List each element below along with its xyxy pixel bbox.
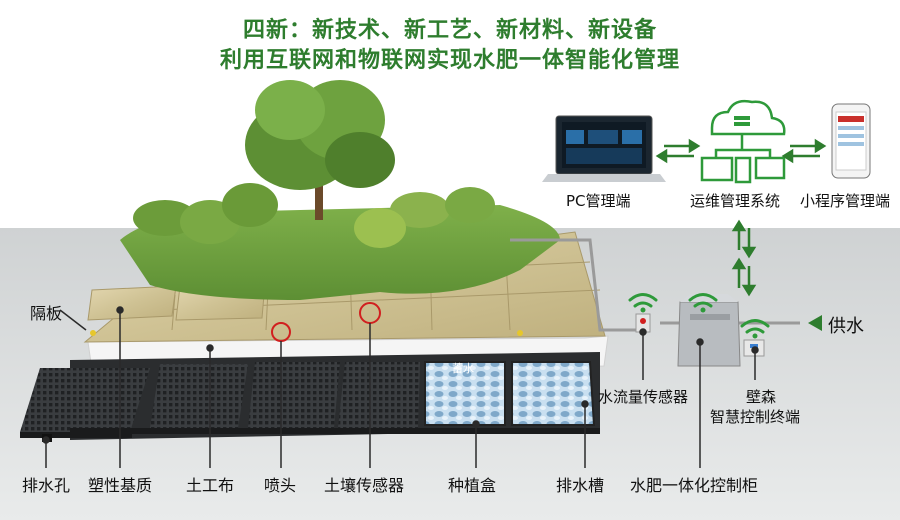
loose-paver-1 (87, 285, 177, 321)
planting-module-1 (150, 364, 248, 428)
nozzle-label: 喷头 (264, 476, 297, 495)
tray-front-edge (70, 428, 600, 434)
plastic-substrate-label: 塑性基质 (88, 476, 153, 495)
water-supply-arrow (808, 315, 822, 331)
laptop-icon (542, 115, 666, 182)
control-cabinet-device (677, 294, 741, 367)
sync-arrows-icon (655, 138, 827, 297)
flow-sensor-label: 水流量传感器 (598, 388, 689, 406)
cloud-server-icon (700, 99, 786, 184)
phone-icon (831, 103, 871, 179)
terminal-label-line-2: 智慧控制终端 (710, 408, 801, 426)
headline-line-1: 四新：新技术、新工艺、新材料、新设备 (242, 18, 657, 43)
wifi-icon (628, 293, 770, 334)
drain-tank (511, 361, 596, 426)
control-cabinet-label: 水肥一体化控制柜 (630, 476, 759, 495)
shrubs (133, 183, 495, 248)
partition-tray-side (20, 432, 132, 438)
geotextile-label: 土工布 (186, 476, 235, 495)
server-stack (734, 116, 750, 126)
drain-hole-label: 排水孔 (22, 476, 71, 495)
water-supply-label: 供水 (828, 316, 864, 337)
drain-channel-label: 排水槽 (556, 476, 605, 495)
mini-program-label: 小程序管理端 (800, 192, 891, 210)
partition-label: 隔板 (30, 304, 63, 323)
planting-module-3 (338, 362, 420, 428)
planting-module-2 (248, 362, 340, 428)
leader-lines (42, 306, 759, 468)
planting-box-label: 种植盒 (448, 476, 497, 495)
soil-sensor-label: 土壤传感器 (324, 476, 405, 495)
ops-system-label: 运维管理系统 (690, 192, 781, 210)
terminal-label-line-1: 壁森 (746, 388, 777, 406)
partition-tray (20, 368, 150, 432)
pc-management-label: PC管理端 (566, 192, 631, 210)
headline-line-2: 利用互联网和物联网实现水肥一体智能化管理 (219, 48, 680, 73)
tree (245, 80, 395, 220)
storage-tank (424, 361, 506, 426)
flow-sensor-device (635, 313, 651, 333)
tank-label: 蓄水 (452, 362, 474, 375)
